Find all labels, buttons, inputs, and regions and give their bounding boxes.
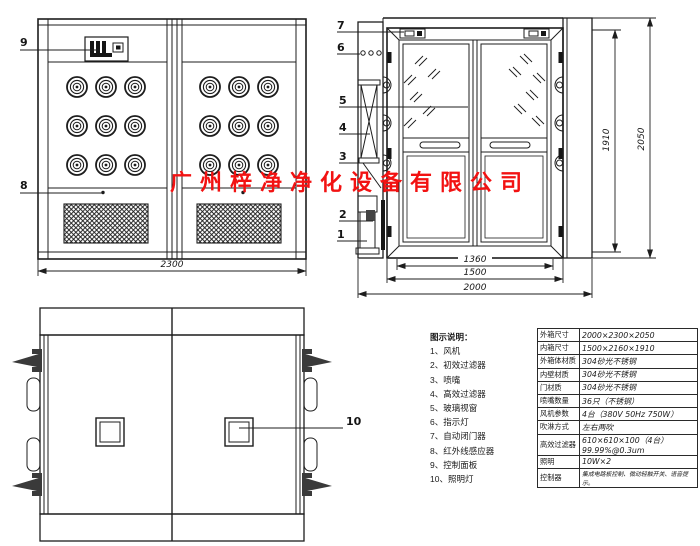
door-handle-slot	[489, 141, 531, 149]
dim-overall-height: 2050	[637, 124, 648, 154]
glass-hatch-right	[508, 53, 546, 127]
front-view-drawing	[20, 18, 307, 276]
nozzle-grid-right	[199, 76, 279, 176]
nozzle-grid-left	[66, 76, 146, 176]
door-view-drawing	[337, 17, 656, 298]
legend-item-nozzle: 3、喷嘴	[430, 374, 461, 385]
door-leaf-right	[480, 43, 548, 243]
door-handle-slot	[419, 141, 461, 149]
plan-view-drawing	[12, 307, 343, 542]
control-panel	[84, 36, 129, 62]
hinge-brackets	[12, 349, 332, 496]
lighting-window-left	[95, 417, 125, 447]
dim-door-width: 1360	[458, 256, 492, 265]
part-label-3: 3	[339, 150, 347, 163]
legend-item-fan: 1、风机	[430, 346, 461, 357]
part-label-10: 10	[346, 415, 362, 428]
glass-hatch-left	[403, 55, 441, 129]
door-closer-left	[399, 28, 426, 39]
dim-2300-lines	[37, 259, 307, 276]
part-label-4: 4	[339, 121, 347, 134]
return-grille-right	[196, 203, 282, 244]
spec-row-controller: 控制器集成电路板控制、微动轻触开关、语音提示。	[537, 467, 698, 488]
legend-item-infrared-sensor: 8、红外线感应器	[430, 445, 495, 456]
legend-item-glass-window: 5、玻璃视窗	[430, 403, 478, 414]
part-label-2: 2	[339, 208, 347, 221]
door-view-dim-lines	[357, 17, 656, 298]
return-grille-left	[63, 203, 149, 244]
lighting-window-right	[224, 417, 254, 447]
dim-front-width: 2300	[155, 261, 189, 270]
legend-title: 图示说明：	[430, 332, 473, 342]
dim-inner-height: 1910	[602, 125, 613, 155]
legend-item-primary-filter: 2、初效过滤器	[430, 360, 486, 371]
dim-inner-width: 1500	[458, 269, 492, 278]
part-label-8: 8	[20, 179, 28, 192]
door-leaf-left	[402, 43, 470, 243]
part-label-7: 7	[337, 19, 345, 32]
legend-item-hepa-filter: 4、高效过滤器	[430, 388, 486, 399]
part-label-5: 5	[339, 94, 347, 107]
door-handles-plan	[26, 377, 318, 472]
hepa-efficiency: 99.99%@0.3um	[582, 445, 645, 455]
legend: 图示说明： 1、风机 2、初效过滤器 3、喷嘴 4、高效过滤器 5、玻璃视窗 6…	[430, 330, 494, 486]
indicator-lights	[360, 50, 382, 56]
legend-item-indicator-light: 6、指示灯	[430, 417, 469, 428]
legend-item-control-panel: 9、控制面板	[430, 459, 478, 470]
part-label-9: 9	[20, 36, 28, 49]
spec-row-blow-mode: 吹淋方式左右两吹	[537, 420, 698, 435]
part-label-1: 1	[337, 228, 345, 241]
fan-unit	[355, 195, 385, 255]
supply-column-left	[355, 18, 392, 259]
door-closer-right	[523, 28, 550, 39]
company-watermark: 广州梓净净化设备有限公司	[169, 171, 530, 196]
hepa-size: 610×610×100（4台）	[582, 435, 669, 445]
legend-item-lighting: 10、照明灯	[430, 474, 474, 485]
part-label-6: 6	[337, 41, 345, 54]
front-view-leader-lines	[20, 49, 103, 194]
legend-item-door-closer: 7、自动闭门器	[430, 431, 486, 442]
dim-overall-width: 2000	[458, 284, 492, 293]
door-view-leader-lines	[337, 31, 468, 242]
